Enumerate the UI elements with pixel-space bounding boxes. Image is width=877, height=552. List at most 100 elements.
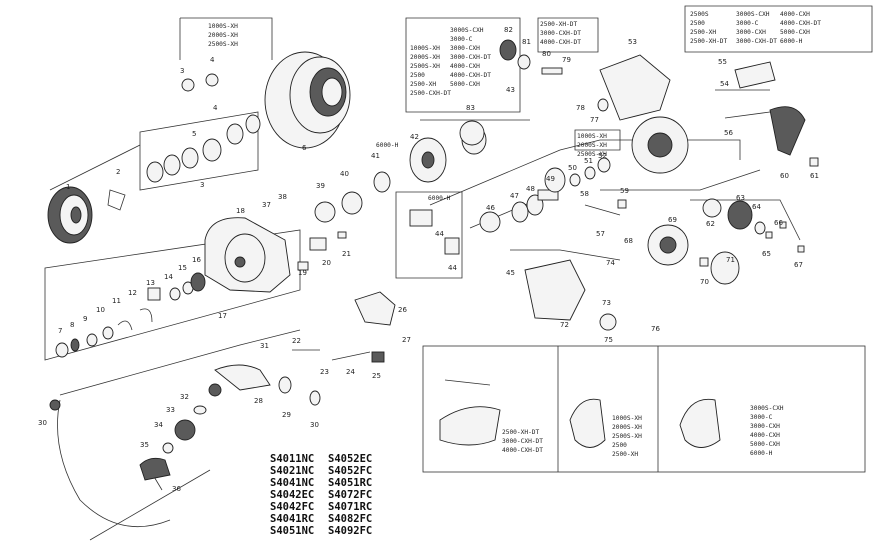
part-number-label: 16 <box>192 256 201 264</box>
size-label: 2500 <box>612 442 627 449</box>
size-label: 5000-CXH <box>750 441 780 448</box>
part-number-label: 38 <box>278 193 287 201</box>
size-label: 2500S-XH <box>577 151 607 158</box>
size-label: 2500-XH-DT <box>540 21 578 28</box>
part-number-label: 55 <box>718 58 727 66</box>
model-number: S4051NC <box>270 525 314 537</box>
size-label: 3000-CXH-DT <box>540 30 581 37</box>
part-number-label: 4 <box>213 104 218 112</box>
size-label: 2500S-XH <box>612 433 642 440</box>
size-label: 3000-CXH-DT <box>450 54 491 61</box>
size-label: 2500S-XH <box>410 63 440 70</box>
model-number: S4072FC <box>328 489 372 501</box>
part-number-label: 24 <box>346 368 355 376</box>
part-number-label: 65 <box>762 250 771 258</box>
part-number-label: 39 <box>316 182 325 190</box>
size-label: 3000-CXH <box>736 29 766 36</box>
part-number-label: 51 <box>584 157 593 165</box>
part-number-label: 30 <box>310 421 319 429</box>
size-label-6000-b: 6000-H <box>428 195 451 202</box>
part-number-labels: 1 2 3 3 4 4 5 6 7 8 9 10 11 12 13 14 15 … <box>38 26 819 493</box>
part-number-label: 23 <box>320 368 329 376</box>
part-number-label: 80 <box>542 50 551 58</box>
part-number-label: 25 <box>372 372 381 380</box>
part-number-label: 49 <box>546 175 555 183</box>
size-label: 4000-CXH <box>450 63 480 70</box>
part-number-label: 7 <box>58 327 62 335</box>
part-number-label: 56 <box>724 129 733 137</box>
part-number-label: 17 <box>218 312 227 320</box>
size-label: 6000-H <box>780 38 803 45</box>
size-group-top: 1000S-XH 2000S-XH 2500S-XH <box>208 23 238 48</box>
part-number-label: 5 <box>192 130 196 138</box>
part-number-label: 68 <box>624 237 633 245</box>
part-number-label: 53 <box>628 38 637 46</box>
size-label: 1000S-XH <box>208 23 238 30</box>
size-group-pinion: 1000S-XH 2000S-XH 2500S-XH <box>577 133 607 158</box>
size-label: 1000S-XH <box>577 133 607 140</box>
part-number-label: 72 <box>560 321 569 329</box>
model-number: S4042FC <box>270 501 314 513</box>
model-number: S4042EC <box>270 489 314 501</box>
part-number-label: 21 <box>342 250 351 258</box>
size-label: 3000-C <box>750 414 773 421</box>
size-label: 4000-CXH-DT <box>540 39 581 46</box>
part-number-label: 77 <box>590 116 599 124</box>
part-number-label: 81 <box>522 38 531 46</box>
model-number: S4092FC <box>328 525 372 537</box>
part-number-label: 29 <box>282 411 291 419</box>
handle-variant-labels: 2500-XH-DT 3000-CXH-DT 4000-CXH-DT 1000S… <box>502 405 784 458</box>
size-label: 3000-CXH-DT <box>502 438 543 445</box>
size-label: 3000S-CXH <box>736 11 770 18</box>
handle-size-table: 2500S 2500 2500-XH 2500-XH-DT 3000S-CXH … <box>690 11 821 45</box>
size-label: 4000-CXH <box>780 11 810 18</box>
part-number-label: 32 <box>180 393 189 401</box>
part-number-label: 34 <box>154 421 163 429</box>
part-number-label: 47 <box>510 192 519 200</box>
part-number-label: 4 <box>210 56 215 64</box>
part-number-label: 22 <box>292 337 301 345</box>
size-label: 2500-CXH-DT <box>410 90 451 97</box>
part-number-label: 70 <box>700 278 709 286</box>
part-number-label: 69 <box>668 216 677 224</box>
part-number-label: 54 <box>720 80 729 88</box>
part-number-label: 12 <box>128 289 137 297</box>
part-number-label: 41 <box>371 152 380 160</box>
size-label: 4000-CXH-DT <box>502 447 543 454</box>
size-label: 2500-XH <box>690 29 716 36</box>
part-number-label: 45 <box>506 269 515 277</box>
model-number: S4051RC <box>328 477 372 489</box>
part-number-label: 64 <box>752 203 761 211</box>
size-label: 4000-CXH-DT <box>780 20 821 27</box>
part-number-label: 62 <box>706 220 715 228</box>
size-label: 3000-CXH <box>750 423 780 430</box>
part-number-label: 13 <box>146 279 155 287</box>
size-label: 3000-CXH <box>450 45 480 52</box>
part-number-label: 73 <box>602 299 611 307</box>
size-label: 2500-XH <box>410 81 436 88</box>
part-number-label: 71 <box>726 256 735 264</box>
part-number-label: 57 <box>596 230 605 238</box>
part-number-label: 58 <box>580 190 589 198</box>
part-number-label: 18 <box>236 207 245 215</box>
size-label: 4000-CXH-DT <box>450 72 491 79</box>
part-number-label: 42 <box>410 133 419 141</box>
part-number-label: 43 <box>506 86 515 94</box>
size-label: 2500 <box>410 72 425 79</box>
size-label: 2500 <box>690 20 705 27</box>
model-number: S4082FC <box>328 513 372 525</box>
part-number-label: 46 <box>486 204 495 212</box>
size-label: 6000-H <box>750 450 773 457</box>
part-number-label: 36 <box>172 485 181 493</box>
part-number-label: 48 <box>526 185 535 193</box>
part-number-label: 75 <box>604 336 613 344</box>
model-number: S4052FC <box>328 465 372 477</box>
part-number-label: 28 <box>254 397 263 405</box>
size-label: 2000S-XH <box>577 142 607 149</box>
model-number: S4052EC <box>328 453 372 465</box>
part-number-label: 40 <box>340 170 349 178</box>
part-number-label: 61 <box>810 172 819 180</box>
part-number-label: 83 <box>466 104 475 112</box>
part-number-label: 19 <box>298 269 307 277</box>
